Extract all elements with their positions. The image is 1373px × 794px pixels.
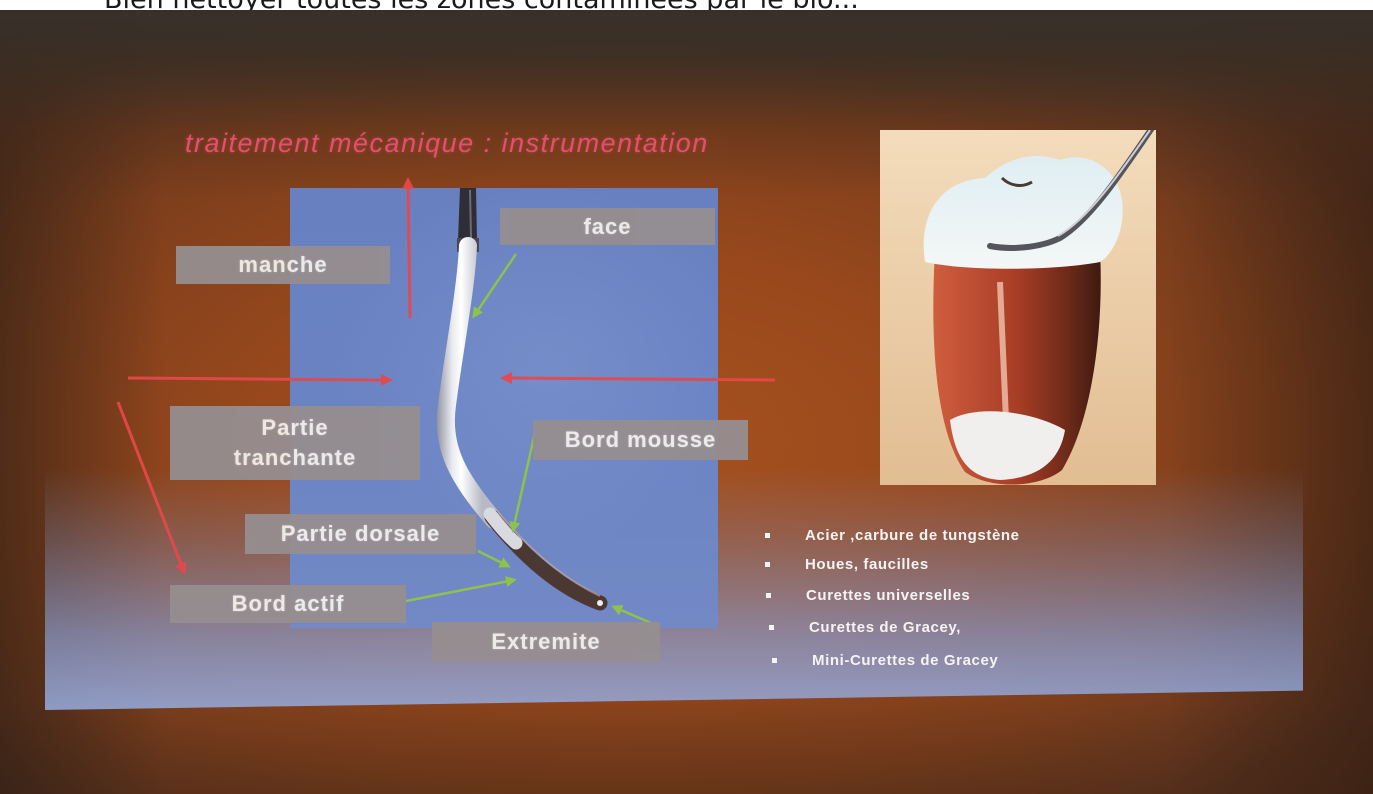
bullet-item: Acier ,carbure de tungstène	[765, 525, 1020, 545]
bullet-item: Houes, faucilles	[765, 554, 929, 574]
bullet-item: Mini-Curettes de Gracey	[772, 650, 998, 670]
bullet-item: Curettes universelles	[766, 585, 970, 605]
label-partie-tranchante-line2: tranchante	[234, 443, 356, 473]
label-face: face	[500, 208, 715, 245]
bullet-text: Mini-Curettes de Gracey	[812, 652, 998, 669]
bullet-text: Houes, faucilles	[805, 556, 929, 573]
label-partie-dorsale-text: Partie dorsale	[281, 521, 441, 547]
label-face-text: face	[583, 214, 631, 240]
label-partie-tranchante-line1: Partie	[261, 413, 328, 443]
arrow-right-pointing-left	[503, 378, 775, 380]
bullet-marker	[765, 533, 770, 538]
label-manche: manche	[176, 246, 390, 284]
bullet-text: Curettes de Gracey,	[809, 619, 961, 636]
curette-handle	[458, 188, 477, 240]
bullet-item: Curettes de Gracey,	[769, 617, 961, 637]
arrow-bord-actif	[406, 580, 514, 601]
slide-title: traitement mécanique : instrumentation	[185, 128, 709, 159]
label-bord-actif-text: Bord actif	[232, 591, 345, 617]
curette-handle-highlight	[470, 190, 471, 238]
label-partie-dorsale: Partie dorsale	[245, 514, 476, 554]
bullet-marker	[765, 562, 770, 567]
arrow-face	[474, 254, 516, 316]
curette-shank	[446, 246, 494, 520]
bullet-marker	[766, 593, 771, 598]
label-bord-mousse-text: Bord mousse	[565, 427, 717, 453]
bullet-text: Acier ,carbure de tungstène	[805, 527, 1020, 544]
arrow-left-pointing-right	[128, 378, 390, 380]
label-extremite: Extremite	[432, 622, 660, 662]
arrow-partie-dorsale	[478, 551, 508, 566]
label-partie-tranchante: Partie tranchante	[170, 406, 420, 480]
label-manche-text: manche	[238, 252, 327, 278]
bullet-marker	[772, 658, 777, 663]
bullet-marker	[769, 625, 774, 630]
label-bord-actif: Bord actif	[170, 585, 406, 623]
label-bord-mousse: Bord mousse	[533, 420, 748, 460]
curette-tip	[597, 600, 603, 606]
bullet-text: Curettes universelles	[806, 587, 970, 604]
label-extremite-text: Extremite	[491, 629, 600, 655]
arrow-manche	[408, 180, 410, 318]
tooth-photo	[880, 128, 1156, 485]
